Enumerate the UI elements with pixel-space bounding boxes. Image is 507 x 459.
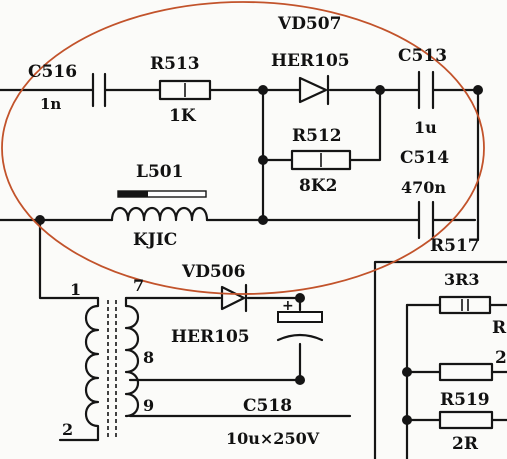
junction-dot — [375, 85, 385, 95]
junction-dot — [402, 367, 412, 377]
c518-plate-top — [277, 311, 323, 323]
l501-part: KJIC — [133, 230, 178, 250]
r3r3-body — [438, 295, 492, 315]
c518-value: 10u×250V — [226, 429, 320, 448]
c514-ref: C514 — [400, 148, 450, 168]
vd506-part: HER105 — [171, 327, 250, 347]
transformer-pin-8: 8 — [143, 348, 155, 367]
c516-value: 1n — [40, 95, 62, 113]
r517-box — [373, 260, 507, 459]
junction-dot — [295, 293, 305, 303]
highlight-ellipse — [1, 1, 485, 295]
transformer-secondary — [124, 296, 140, 418]
r513-body — [158, 79, 212, 101]
mid-resistor-body — [438, 362, 494, 382]
transformer-pin-1: 1 — [70, 280, 82, 299]
vd506-symbol — [220, 285, 246, 311]
junction-dot — [258, 215, 268, 225]
wire-left-vertical — [38, 218, 100, 300]
c518-plus-sign: + — [282, 298, 294, 314]
partial-resistor-label: R — [492, 318, 507, 338]
junction-dot — [35, 215, 45, 225]
l501-core-fill — [118, 191, 148, 197]
r512-value: 8K2 — [299, 176, 338, 196]
junction-dot — [258, 85, 268, 95]
c513-ref: C513 — [398, 46, 448, 66]
l501-coil — [110, 206, 209, 222]
wire-pin7 — [124, 296, 302, 312]
wire-pin8 — [128, 342, 302, 382]
transformer-pin-7: 7 — [133, 276, 145, 295]
vd506-ref: VD506 — [182, 262, 246, 282]
r513-ref: R513 — [150, 54, 200, 74]
vd507-symbol — [298, 76, 328, 104]
r512-body — [290, 149, 352, 171]
junction-dot — [473, 85, 483, 95]
r519-body — [438, 410, 494, 430]
partial-resistor-value: 2 — [495, 348, 507, 368]
r519-value: 2R — [452, 434, 478, 454]
junction-dot — [258, 155, 268, 165]
junction-dot — [295, 375, 305, 385]
r512-ref: R512 — [292, 126, 342, 146]
transformer-primary — [58, 296, 100, 442]
r517-ref: R517 — [430, 236, 480, 256]
vd507-ref: VD507 — [278, 14, 342, 34]
c514-value: 470n — [401, 178, 447, 197]
junction-dot — [402, 415, 412, 425]
transformer-pin-2: 2 — [62, 420, 74, 439]
c513-value: 1u — [414, 118, 437, 137]
c516-ref: C516 — [28, 62, 78, 82]
vd507-part: HER105 — [271, 51, 350, 71]
r519-ref: R519 — [440, 390, 490, 410]
c518-plate-bottom — [276, 333, 324, 342]
wire-r512-branch — [261, 88, 382, 162]
r513-value: 1K — [169, 106, 196, 126]
c518-ref: C518 — [243, 396, 293, 416]
r3r3-value: 3R3 — [444, 270, 480, 289]
l501-ref: L501 — [136, 162, 184, 182]
transformer-pin-9: 9 — [143, 396, 155, 415]
